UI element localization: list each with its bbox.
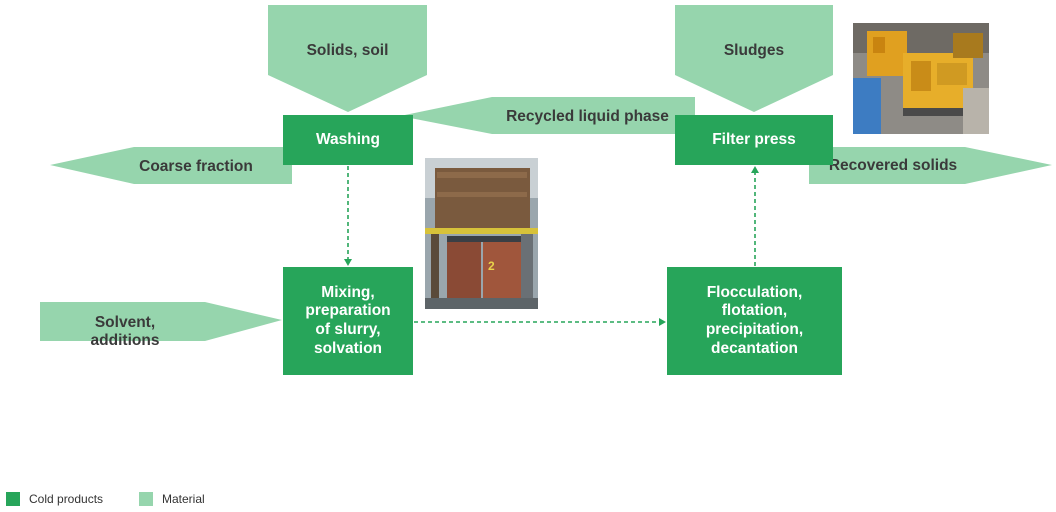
filter-press-photo xyxy=(853,23,989,134)
legend-label-material: Material xyxy=(162,492,205,506)
solvent-label: Solvent, additions xyxy=(90,314,160,349)
coarse-fraction-arrow xyxy=(50,147,292,184)
filter-press-box: Filter press xyxy=(675,115,833,165)
flocculation-box: Flocculation, flotation, precipitation, … xyxy=(667,267,842,375)
solvent-arrow xyxy=(40,302,282,341)
sludges-arrow xyxy=(675,5,833,112)
coarse-fraction-label: Coarse fraction xyxy=(139,158,253,176)
filter-press-photo-image xyxy=(853,23,989,134)
tank-photo-image: 2 xyxy=(425,158,538,309)
recovered-solids-label: Recovered solids xyxy=(828,157,958,175)
mixing-box: Mixing, preparation of slurry, solvation xyxy=(283,267,413,375)
legend-label-cold-products: Cold products xyxy=(29,492,104,506)
tank-photo: 2 xyxy=(425,158,538,309)
solids-soil-label: Solids, soil xyxy=(306,42,389,60)
tank-number: 2 xyxy=(488,259,495,273)
arrowhead-up xyxy=(751,166,759,173)
recovered-solids-arrow xyxy=(809,147,1052,184)
legend-swatch-cold-products xyxy=(6,492,20,506)
sludges-label: Sludges xyxy=(723,42,785,60)
recycled-liquid-label: Recycled liquid phase xyxy=(506,108,669,126)
arrowhead-right xyxy=(659,318,666,326)
legend-material: Material xyxy=(139,492,205,506)
recycled-liquid-arrow xyxy=(400,97,695,134)
solids-soil-arrow xyxy=(268,5,427,112)
washing-box: Washing xyxy=(283,115,413,165)
arrowhead-down xyxy=(344,259,352,266)
legend-cold-products: Cold products xyxy=(6,492,103,506)
legend-swatch-material xyxy=(139,492,153,506)
